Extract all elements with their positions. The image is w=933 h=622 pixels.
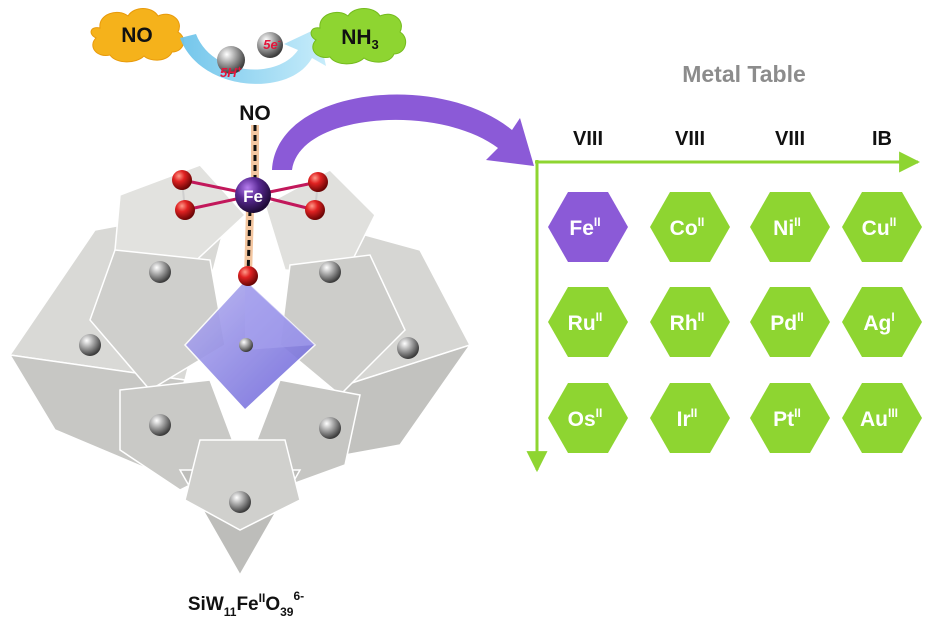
metal-symbol: IrII	[677, 406, 698, 431]
metal-cell: CoII	[650, 192, 730, 262]
group-header: VIII	[573, 128, 603, 150]
metal-symbol: PdII	[770, 310, 804, 335]
metal-symbol: AuIII	[860, 406, 898, 431]
metal-table: Metal Table VIII VIII VIII IB FeII CoII NiII C…	[526, 61, 922, 473]
oxygen-atom	[308, 172, 328, 192]
oxidation-state: II	[698, 215, 705, 229]
metal-hexagon	[650, 383, 730, 453]
metal-symbol: AgI	[863, 310, 894, 335]
metal-hexagon	[548, 287, 628, 357]
metal-hexagon	[842, 383, 922, 453]
metal-symbol: PtII	[773, 406, 801, 431]
metal-hexagon	[842, 287, 922, 357]
oxidation-state: II	[794, 215, 801, 229]
metal-symbol: NiII	[773, 215, 801, 240]
metal-symbol: FeII	[569, 215, 600, 240]
metal-hexagon	[842, 192, 922, 262]
proton-sphere	[217, 46, 245, 74]
oxidation-state: II	[596, 310, 603, 324]
oxidation-state: III	[888, 406, 898, 420]
metal-cell: NiII	[750, 192, 830, 262]
tungsten-atom	[79, 334, 101, 356]
hex-grid: FeII CoII NiII CuII RuII RhII PdII AgI OsII IrII P…	[548, 192, 922, 453]
oxidation-state: II	[797, 310, 804, 324]
metal-cell: AgI	[842, 287, 922, 357]
iron-atom-label: Fe	[243, 187, 263, 206]
metal-table-title: Metal Table	[682, 61, 806, 87]
metal-hexagon	[548, 192, 628, 262]
metal-hexagon	[650, 192, 730, 262]
electron-label: 5e-	[263, 36, 280, 52]
metal-cell: FeII	[548, 192, 628, 262]
polyhedron-top-left	[114, 164, 247, 281]
group-headers: VIII VIII VIII IB	[573, 128, 892, 150]
oxidation-state: II	[596, 406, 603, 420]
reactant-label: NO	[121, 24, 153, 47]
reaction-scheme: NO 5H+ 5e- NH3	[90, 8, 407, 84]
proton-label: 5H+	[220, 64, 243, 80]
metal-cell: OsII	[548, 383, 628, 453]
group-header: VIII	[775, 128, 805, 150]
oxidation-state: I	[891, 310, 894, 324]
metal-cell: IrII	[650, 383, 730, 453]
oxygen-atom	[172, 170, 192, 190]
metal-symbol: RhII	[670, 310, 705, 335]
oxygen-atom	[238, 266, 258, 286]
tungsten-atom	[149, 261, 171, 283]
metal-symbol: RuII	[568, 310, 603, 335]
reduction-arrow	[180, 28, 326, 84]
oxidation-state: II	[890, 215, 897, 229]
reactant-cloud: NO	[90, 8, 185, 63]
polyhedron-bottom-mid	[184, 439, 301, 531]
tungsten-atom	[319, 417, 341, 439]
iron-atom	[235, 177, 271, 213]
oxidation-state: II	[594, 215, 601, 229]
product-label: NH3	[341, 26, 379, 52]
keggin-cluster: Fe NO	[8, 102, 472, 577]
metal-hexagon	[750, 383, 830, 453]
polyhedron-mid-left	[89, 249, 226, 391]
product-cloud: NH3	[310, 8, 407, 65]
metal-symbol: CoII	[670, 215, 705, 240]
metal-cell: PdII	[750, 287, 830, 357]
metal-cell: AuIII	[842, 383, 922, 453]
metal-cell: RhII	[650, 287, 730, 357]
tungsten-atom	[397, 337, 419, 359]
oxygen-atom	[305, 200, 325, 220]
metal-symbol: OsII	[568, 406, 603, 431]
ligand-label: NO	[239, 102, 271, 125]
metal-cell: RuII	[548, 287, 628, 357]
group-header: IB	[872, 128, 892, 150]
pointer-arrow	[272, 94, 534, 170]
tungsten-atom	[229, 491, 251, 513]
metal-hexagon	[650, 287, 730, 357]
silicon-atom	[239, 338, 253, 352]
metal-cell: PtII	[750, 383, 830, 453]
metal-hexagon	[548, 383, 628, 453]
tungsten-atom	[319, 261, 341, 283]
cluster-formula: SiW11FeIIO396-	[188, 589, 304, 619]
group-header: VIII	[675, 128, 705, 150]
tungsten-atom	[149, 414, 171, 436]
metal-symbol: CuII	[862, 215, 897, 240]
oxidation-state: II	[794, 406, 801, 420]
oxygen-atom	[175, 200, 195, 220]
metal-hexagon	[750, 192, 830, 262]
oxidation-state: II	[698, 310, 705, 324]
oxidation-state: II	[691, 406, 698, 420]
electron-sphere	[257, 32, 283, 58]
metal-hexagon	[750, 287, 830, 357]
metal-cell: CuII	[842, 192, 922, 262]
